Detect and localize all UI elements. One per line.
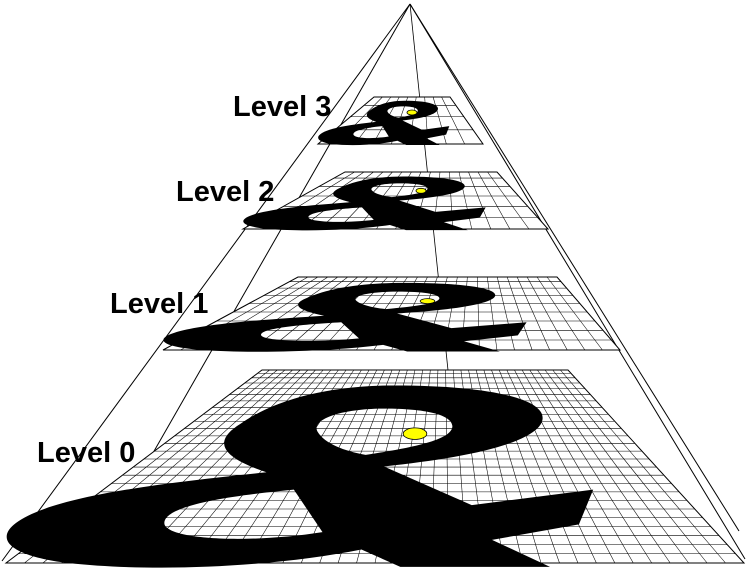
level-1-highlight-marker <box>419 298 436 304</box>
level-1-plane <box>162 276 622 352</box>
level-3-ampersand-glyph <box>318 100 450 146</box>
level-labels: Level 0 Level 1 Level 2 Level 3 <box>37 91 331 469</box>
level-3-plane <box>316 96 484 146</box>
level-1-ampersand-glyph <box>163 282 527 352</box>
level-2-plane <box>241 171 550 231</box>
level-2-ampersand-glyph <box>243 176 486 231</box>
level-2-label: Level 2 <box>176 176 274 208</box>
level-0-highlight-marker <box>402 427 428 440</box>
level-1-label: Level 1 <box>110 288 208 320</box>
level-0-label: Level 0 <box>37 437 135 469</box>
level-0-ampersand-glyph <box>6 385 594 568</box>
level-2-highlight-marker <box>415 187 427 194</box>
level-3-label: Level 3 <box>233 91 331 123</box>
level-3-highlight-marker <box>406 109 418 116</box>
pyramid-levels <box>4 96 746 568</box>
level-0-plane <box>4 369 746 568</box>
